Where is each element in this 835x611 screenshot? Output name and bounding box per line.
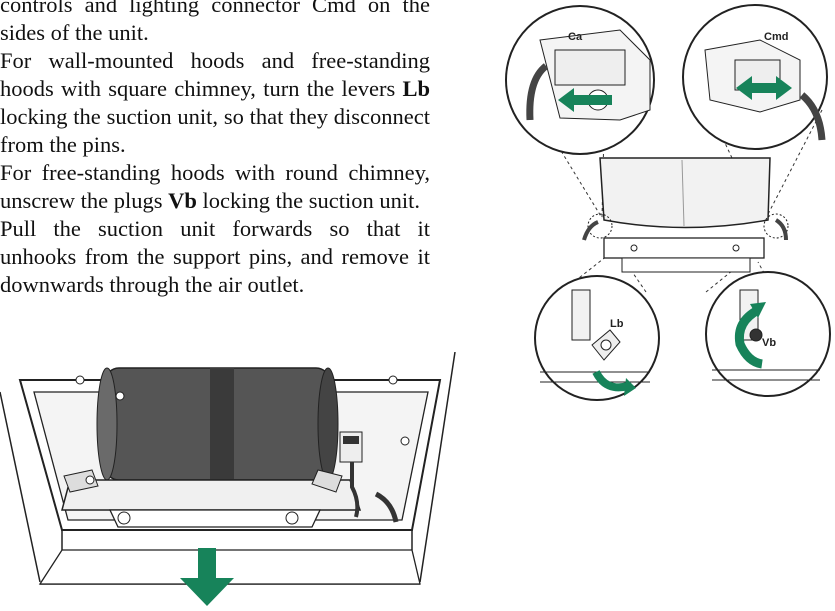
unscrew-arrow-icon	[750, 302, 766, 318]
down-arrow-shaft	[198, 548, 216, 580]
label-ca: Ca	[568, 31, 583, 43]
instruction-text: controls and lighting connector Cmd on t…	[0, 0, 430, 299]
rotate-arrow-icon	[624, 378, 636, 396]
text-span: locking the suction unit, so that they d…	[0, 104, 430, 157]
text-span: locking the suction unit.	[196, 188, 420, 213]
label-lb-inline: Lb	[402, 76, 430, 101]
instruction-levers: For wall-mounted hoods and free-standing…	[0, 47, 430, 159]
suction-unit-removal-figure	[0, 351, 470, 611]
detail-lb: Lb	[534, 275, 660, 401]
detail-ca: Ca	[505, 5, 655, 155]
suction-unit-drawing	[0, 351, 456, 606]
label-lb: Lb	[610, 318, 624, 330]
detail-views-figure: Ca Cmd	[500, 0, 835, 407]
instruction-plugs: For free-standing hoods with round chimn…	[0, 159, 430, 215]
label-vb: Vb	[762, 337, 776, 349]
detail-vb: Vb	[705, 271, 831, 397]
instruction-connector-text: controls and lighting connector Cmd on t…	[0, 0, 430, 45]
detail-cmd: Cmd	[682, 4, 828, 150]
left-arrow-icon	[558, 88, 612, 112]
instruction-remove-unit: Pull the suction unit forwards so that i…	[0, 216, 430, 297]
text-span: For free-standing hoods with round chimn…	[0, 160, 430, 213]
label-vb-inline: Vb	[168, 188, 197, 213]
detail-views-drawing: Ca Cmd	[505, 4, 831, 401]
down-arrow-icon	[180, 578, 234, 606]
label-cmd: Cmd	[764, 31, 788, 43]
double-arrow-icon	[736, 76, 792, 100]
suction-unit-body	[582, 157, 789, 273]
text-span: For wall-mounted hoods and free-standing…	[0, 48, 430, 101]
